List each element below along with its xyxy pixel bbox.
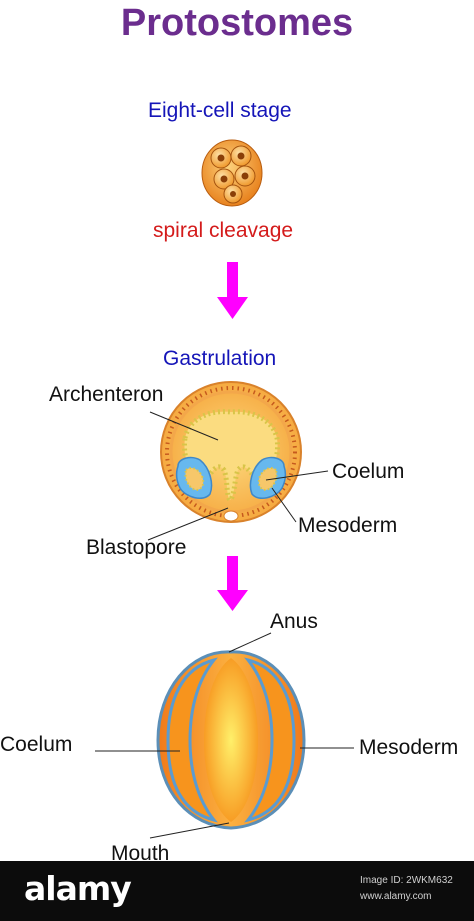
label-blastopore: Blastopore [86, 536, 187, 559]
diagram-title: Protostomes [120, 2, 354, 44]
leader-mouth [149, 822, 230, 839]
label-mouth: Mouth [111, 842, 170, 865]
label-mesoderm-gastrula: Mesoderm [298, 514, 398, 537]
leader-lines [95, 411, 354, 839]
label-archenteron: Archenteron [49, 383, 164, 406]
stage-label-eight-cell: Eight-cell stage [148, 99, 292, 122]
label-coelum-body: Coelum [0, 733, 73, 756]
gastrula-embryo [160, 381, 302, 523]
arrow-down-2 [217, 556, 248, 611]
stage-label-spiral-cleavage: spiral cleavage [153, 219, 294, 242]
label-coelum-gastrula: Coelum [332, 460, 405, 483]
leader-archenteron [149, 411, 219, 441]
leader-anus [228, 632, 272, 653]
leader-coelum-1 [265, 470, 329, 481]
label-anus: Anus [270, 610, 318, 633]
arrow-down-1 [217, 262, 248, 319]
coelomate-body [156, 650, 306, 830]
leader-mesoderm-1 [271, 487, 297, 523]
alamy-logo: alamy [24, 869, 132, 908]
image-id-text: Image ID: 2WKM632 [360, 875, 453, 886]
site-url-text: www.alamy.com [360, 891, 432, 902]
leader-blastopore [147, 507, 229, 541]
stage-label-gastrulation: Gastrulation [163, 347, 277, 370]
watermark-footer [0, 861, 474, 921]
label-mesoderm-body: Mesoderm [359, 736, 459, 759]
eight-cell-embryo [201, 139, 263, 207]
